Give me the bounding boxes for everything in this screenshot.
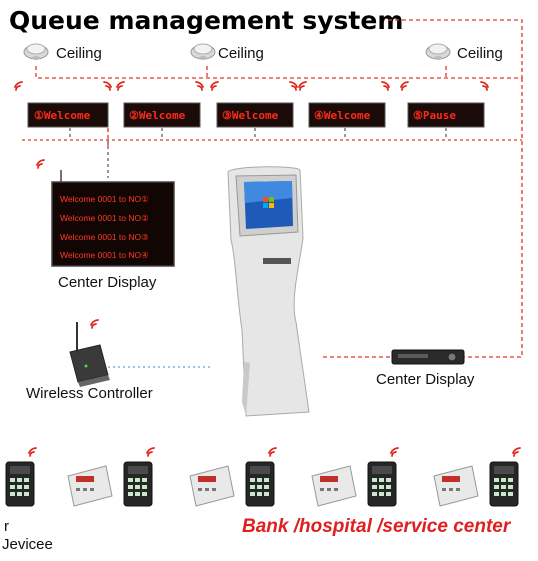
ceiling-speaker-3: Ceiling [425,43,503,62]
led-display-label: ①Welcome [34,109,91,122]
page-title: Queue management system [9,6,403,35]
amplifier-unit [391,349,465,365]
center-display-label: Center Display [58,274,157,291]
wireless-controller-label: Wireless Controller [26,385,153,402]
caller-box-device [67,465,113,507]
footer-caption: Bank /hospital /service center [242,516,512,537]
wifi-signal-icon [146,447,155,457]
wifi-signal-icon [268,447,277,457]
wifi-signal-icon [390,447,399,457]
led-display-label: ③Welcome [222,109,279,122]
center-display-board: Welcome 0001 to NO① Welcome 0001 to NO② … [51,170,175,267]
led-display-5: ⑤Pause [407,102,485,128]
wifi-signal-icon [14,81,23,91]
wifi-signal-icon [36,159,45,169]
keypad-device [123,461,153,507]
kiosk-terminal [227,166,310,417]
wifi-signal-icon [116,81,125,91]
dashed-connections [22,19,523,358]
bottom-wifi-icons [28,447,521,457]
wifi-signal-icon [90,319,99,329]
wifi-signal-icon [195,81,204,91]
wifi-signal-icon [480,81,489,91]
device-label-partial: r [4,518,9,535]
led-display-label: ②Welcome [129,109,186,122]
wifi-signal-icon [400,81,409,91]
caller-box-device [189,465,235,507]
center-display-line: Welcome 0001 to NO③ [60,232,149,242]
led-display-1: ①Welcome [27,102,109,128]
wifi-signal-icon [28,447,37,457]
wifi-signal-icon [381,81,390,91]
caller-box-device [433,465,479,507]
ceiling-label: Ceiling [56,45,102,62]
led-display-3: ③Welcome [216,102,294,128]
led-display-2: ②Welcome [123,102,201,128]
wireless-controller [69,322,110,387]
led-display-4: ④Welcome [308,102,386,128]
wifi-signal-icon [298,81,307,91]
wifi-signal-icon [289,81,298,91]
windows-logo-icon [263,197,274,208]
ceiling-speaker-1: Ceiling [23,43,102,62]
led-display-label: ④Welcome [314,109,371,122]
device-label-partial: Jevicee [2,536,53,553]
led-connections [69,128,447,178]
ticket-slot [263,258,291,264]
center-display-line: Welcome 0001 to NO② [60,213,149,223]
wifi-signal-icon [512,447,521,457]
wifi-icons [14,81,489,329]
ceiling-label: Ceiling [457,45,503,62]
keypad-device [489,461,519,507]
wifi-signal-icon [210,81,219,91]
keypad-device [5,461,35,507]
center-display-line: Welcome 0001 to NO① [60,194,149,204]
keypad-device [367,461,397,507]
keypad-device [245,461,275,507]
wifi-signal-icon [103,81,112,91]
center-display-line: Welcome 0001 to NO④ [60,250,149,260]
amplifier-label: Center Display [376,371,475,388]
caller-box-device [311,465,357,507]
ceiling-label: Ceiling [218,45,264,62]
led-display-label: ⑤Pause [413,109,456,122]
ceiling-speaker-2: Ceiling [190,43,264,62]
